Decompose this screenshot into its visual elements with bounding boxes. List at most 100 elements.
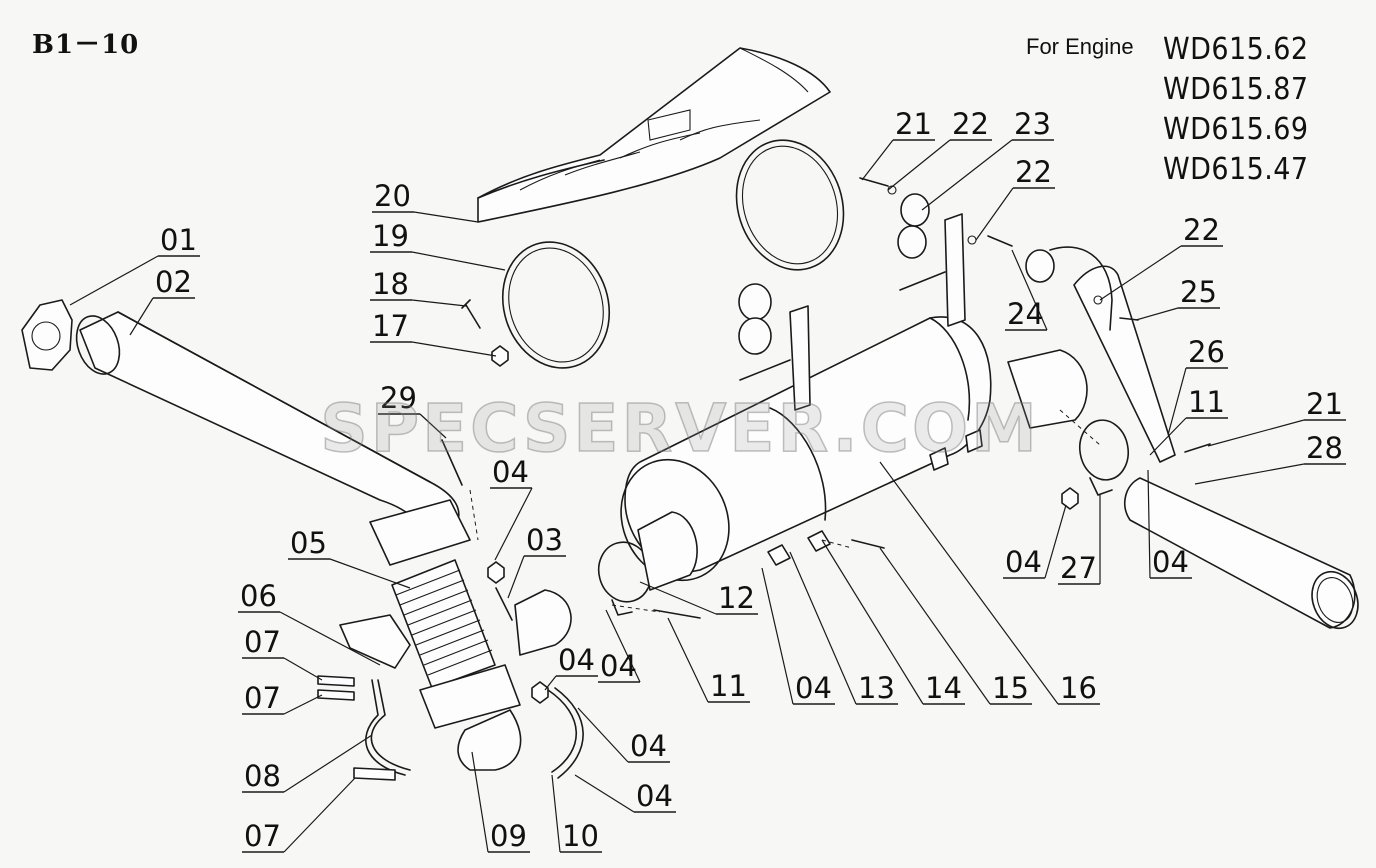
engine-model-list: WD615.62 WD615.87 WD615.69 WD615.47 — [1163, 30, 1363, 190]
part-callout-label: 07 — [244, 681, 281, 715]
part-callout-label: 16 — [1060, 671, 1097, 705]
part-callout-label: 15 — [992, 671, 1029, 705]
callout-leader — [1044, 504, 1067, 579]
callout-leader — [574, 774, 635, 813]
tail-pipe — [1124, 477, 1359, 630]
part-callout-label: 22 — [1015, 155, 1052, 189]
callout-leader — [1194, 463, 1305, 485]
callout-leader — [471, 751, 489, 853]
part-callout-label: 21 — [895, 107, 932, 141]
engine-model: WD615.47 — [1163, 152, 1309, 187]
part-callout-label: 22 — [952, 107, 989, 141]
part-callout-label: 07 — [244, 819, 281, 853]
part-callout-label: 14 — [925, 671, 962, 705]
callout-leader — [1011, 249, 1048, 331]
callout-leader — [411, 299, 467, 307]
part-callout-label: 04 — [492, 455, 529, 489]
callout-leader — [494, 487, 533, 561]
callout-leader — [861, 139, 894, 181]
callout-leader — [129, 297, 154, 336]
callout-leader — [283, 657, 323, 681]
part-callout-label: 04 — [1005, 545, 1042, 579]
heat-shield — [477, 47, 831, 223]
part-callout-label: 17 — [372, 309, 409, 343]
part-callout-label: 07 — [244, 625, 281, 659]
part-callout-label: 08 — [244, 759, 281, 793]
elbow-pipe — [457, 589, 572, 771]
callout-leader — [419, 413, 447, 439]
part-callout-label: 13 — [858, 671, 895, 705]
callout-leader — [411, 251, 506, 271]
part-callout-label: 12 — [718, 581, 755, 615]
callout-leader — [413, 211, 479, 223]
callout-leader — [279, 611, 381, 666]
watermark-text: SPECSERVER.COM — [319, 389, 1040, 468]
part-callout-label: 01 — [160, 223, 197, 257]
part-callout-label: 21 — [1306, 387, 1343, 421]
part-callout-label: 20 — [374, 179, 411, 213]
part-callout-label: 04 — [795, 671, 832, 705]
sheet-code: B1－10 — [32, 30, 140, 60]
callout-leader — [544, 675, 557, 691]
part-callout-label: 06 — [240, 579, 277, 613]
callout-leader — [1167, 367, 1187, 436]
flange-gasket — [21, 299, 73, 371]
callout-leader — [761, 567, 794, 705]
part-callout-label: 05 — [290, 526, 327, 560]
part-callout-label: 11 — [710, 669, 747, 703]
callout-leader — [329, 558, 411, 589]
muffler-body — [620, 316, 992, 591]
part-callout-label: 27 — [1060, 551, 1097, 585]
part-callout-label: 18 — [372, 267, 409, 301]
callout-leader — [283, 694, 323, 715]
callout-leader — [283, 777, 356, 853]
callout-leader — [879, 461, 1059, 705]
callout-leader — [879, 547, 991, 705]
part-callout-label: 22 — [1183, 213, 1220, 247]
part-callout-label: 04 — [1152, 545, 1189, 579]
callout-leader — [667, 617, 709, 703]
nut — [487, 487, 1079, 704]
part-callout-label: 19 — [372, 219, 409, 253]
bolt — [441, 439, 513, 621]
assembly-centerline — [469, 409, 1101, 613]
bolt — [851, 177, 1211, 549]
for-engine-label: For Engine — [1026, 34, 1134, 59]
part-callout-label: 09 — [490, 819, 527, 853]
part-callout-label: 23 — [1014, 107, 1051, 141]
callout-leader — [1147, 469, 1151, 579]
part-callout-label: 04 — [630, 729, 667, 763]
bracket-arm — [1049, 246, 1176, 463]
callout-leader — [283, 734, 373, 793]
callout-leader — [411, 341, 497, 357]
pipe-clamp — [1078, 419, 1130, 496]
part-callout-label: 11 — [1188, 385, 1225, 419]
part-callout-label: 29 — [380, 381, 417, 415]
part-callout-label: 24 — [1007, 297, 1044, 331]
intermediate-pipe — [1007, 349, 1088, 429]
part-callout-label: 04 — [636, 779, 673, 813]
part-callout-label: 10 — [562, 819, 599, 853]
clamp-ring — [735, 139, 845, 271]
callout-leader — [551, 774, 561, 853]
bolt — [461, 299, 481, 329]
part-callout-label: 04 — [600, 649, 637, 683]
clamp-band — [547, 687, 584, 779]
callout-leader — [1149, 417, 1187, 456]
callout-leader — [1207, 419, 1305, 447]
callout-leader — [789, 551, 857, 705]
part-callout-label: 26 — [1188, 335, 1225, 369]
callout-leader — [887, 139, 951, 191]
part-callout-label: 02 — [155, 265, 192, 299]
rubber-mount — [738, 193, 1055, 355]
callout-leader — [69, 255, 159, 306]
clamp-band — [365, 679, 411, 776]
engine-model: WD615.87 — [1163, 72, 1309, 107]
part-callout-label: 25 — [1180, 275, 1217, 309]
flexible-bellows — [369, 499, 521, 729]
callout-leader — [577, 707, 629, 763]
bolt — [653, 609, 701, 619]
nut — [491, 345, 509, 367]
